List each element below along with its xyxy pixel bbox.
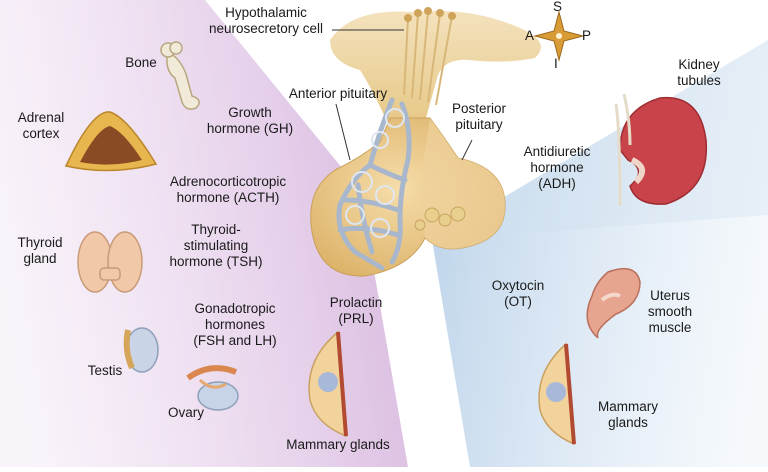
label-adrenal: Adrenal cortex <box>17 110 65 141</box>
label-ot: Oxytocin (OT) <box>491 278 545 309</box>
label-ovary: Ovary <box>167 405 204 420</box>
label-kidney: Kidney tubules <box>677 57 721 88</box>
label-testis: Testis <box>87 363 123 378</box>
label-mammary-left: Mammary glands <box>286 437 390 452</box>
compass-rose <box>533 10 585 62</box>
adrenal-illustration <box>64 111 158 172</box>
leader-lines <box>332 29 473 161</box>
label-bone: Bone <box>125 55 157 70</box>
hypothalamus-shape <box>330 10 541 124</box>
ovary-illustration <box>186 365 239 411</box>
label-adh: Antidiuretic hormone (ADH) <box>523 144 591 191</box>
bone-illustration <box>160 41 200 110</box>
compass-inferior: I <box>554 56 558 71</box>
neurosecretory-cells <box>403 11 453 106</box>
compass-posterior: P <box>582 28 592 43</box>
label-gh: Growth hormone (GH) <box>206 105 294 136</box>
label-uterus: Uterus smooth muscle <box>647 288 693 335</box>
compass-superior: S <box>553 0 563 14</box>
compass-anterior: A <box>525 28 535 43</box>
label-posterior-pituitary: Posterior pituitary <box>451 101 507 132</box>
thyroid-illustration <box>77 231 143 293</box>
label-mammary-right: Mammary glands <box>598 399 658 430</box>
label-gonadotropic: Gonadotropic hormones (FSH and LH) <box>193 301 277 348</box>
label-tsh: Thyroid- stimulating hormone (TSH) <box>169 222 263 269</box>
uterus-illustration <box>586 267 641 339</box>
mammary-left-illustration <box>308 330 348 438</box>
mammary-right-illustration <box>538 342 576 446</box>
label-thyroid: Thyroid gland <box>17 235 63 266</box>
testis-illustration <box>123 327 159 373</box>
label-prl: Prolactin (PRL) <box>329 295 383 326</box>
label-acth: Adrenocorticotropic hormone (ACTH) <box>169 174 287 205</box>
portal-vessels <box>336 97 412 271</box>
label-anterior-pituitary: Anterior pituitary <box>288 86 388 101</box>
label-hypothalamic: Hypothalamic neurosecretory cell <box>208 5 324 36</box>
kidney-illustration <box>614 93 708 207</box>
